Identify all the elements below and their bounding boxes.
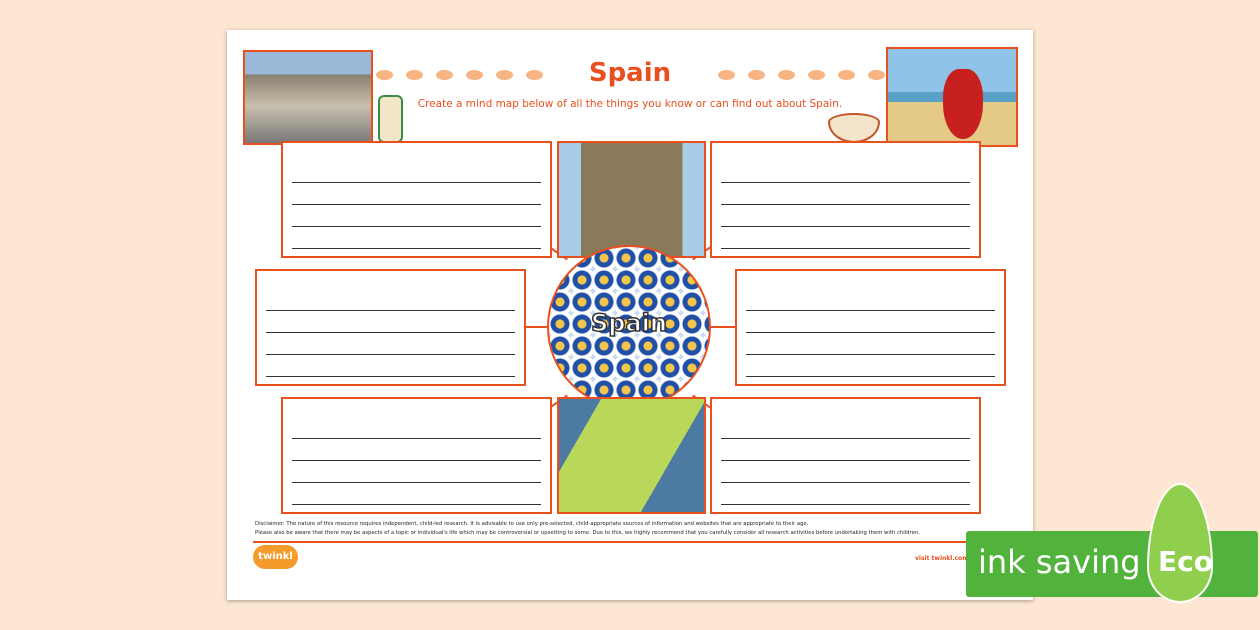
- visit-link[interactable]: visit twinkl.com: [915, 555, 969, 562]
- write-line: [266, 355, 515, 377]
- note-box-top-right[interactable]: [710, 141, 981, 258]
- write-line: [292, 483, 541, 505]
- spain-map: [557, 397, 706, 514]
- decorative-dot: [808, 70, 825, 80]
- decorative-dot: [466, 70, 483, 80]
- decorative-dot: [868, 70, 885, 80]
- badge-text: ink saving: [978, 543, 1141, 581]
- write-line: [746, 355, 995, 377]
- write-line: [721, 161, 970, 183]
- write-line: [292, 417, 541, 439]
- decorative-dot: [376, 70, 393, 80]
- decorative-dot: [838, 70, 855, 80]
- write-line: [292, 439, 541, 461]
- footer-divider: [253, 541, 1018, 543]
- write-line: [292, 227, 541, 249]
- write-line: [721, 183, 970, 205]
- write-line: [266, 311, 515, 333]
- note-box-middle-right[interactable]: [735, 269, 1006, 386]
- instruction-text: Create a mind map below of all the thing…: [417, 98, 843, 110]
- write-line: [292, 461, 541, 483]
- page-title: Spain: [588, 58, 672, 88]
- decorative-dot: [436, 70, 453, 80]
- disclaimer: Disclaimer: The nature of this resource …: [255, 521, 920, 536]
- write-line: [721, 205, 970, 227]
- write-line: [721, 227, 970, 249]
- decorative-dot: [526, 70, 543, 80]
- ink-saving-badge: ink saving: [966, 531, 1258, 597]
- write-line: [266, 289, 515, 311]
- write-line: [292, 161, 541, 183]
- note-box-top-left[interactable]: [281, 141, 552, 258]
- flamenco-photo: [886, 47, 1018, 147]
- eco-label: Eco: [1158, 545, 1213, 578]
- write-line: [746, 289, 995, 311]
- write-line: [721, 417, 970, 439]
- note-box-bottom-left[interactable]: [281, 397, 552, 514]
- write-line: [746, 311, 995, 333]
- note-box-middle-left[interactable]: [255, 269, 526, 386]
- write-line: [746, 333, 995, 355]
- decorative-dot: [748, 70, 765, 80]
- vase-image: [378, 95, 403, 143]
- note-box-bottom-right[interactable]: [710, 397, 981, 514]
- write-line: [721, 483, 970, 505]
- decorative-dot: [718, 70, 735, 80]
- connector: [711, 326, 735, 328]
- twinkl-logo: twinkl: [253, 545, 298, 569]
- building-photo: [243, 50, 373, 145]
- sagrada-familia-photo: [557, 141, 706, 258]
- connector: [525, 326, 549, 328]
- write-line: [292, 205, 541, 227]
- write-line: [721, 439, 970, 461]
- write-line: [721, 461, 970, 483]
- decorative-dot: [778, 70, 795, 80]
- write-line: [292, 183, 541, 205]
- center-label: Spain: [590, 308, 667, 338]
- decorative-dot: [406, 70, 423, 80]
- leaf-icon: [1147, 483, 1213, 603]
- decorative-dot: [496, 70, 513, 80]
- tile-circle: Spain: [547, 245, 711, 409]
- write-line: [266, 333, 515, 355]
